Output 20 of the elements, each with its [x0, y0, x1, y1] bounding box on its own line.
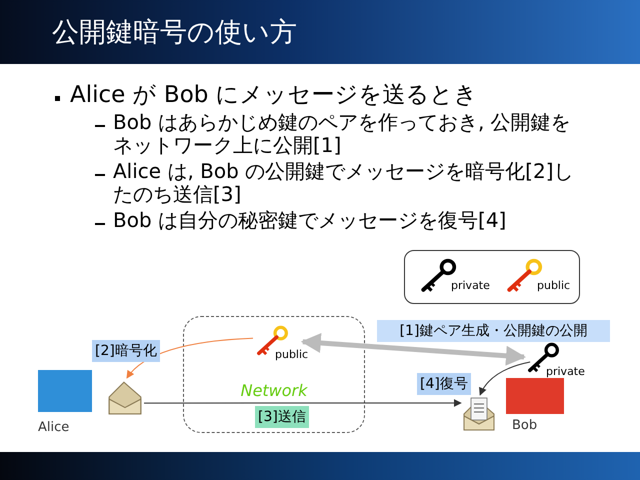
edge-label: [2]暗号化: [92, 340, 160, 362]
arrow: [126, 338, 254, 379]
person-name: Bob: [512, 418, 538, 433]
key-label: public: [275, 348, 308, 361]
bullet-text: Bob は自分の秘密鍵でメッセージを復号[4]: [113, 209, 508, 232]
arrow: [479, 362, 531, 396]
edge-label: [1]鍵ペア生成・公開鍵の公開: [377, 320, 610, 342]
edge-label: [3]送信: [255, 406, 309, 428]
arrow: [144, 398, 462, 407]
legend-label: private: [451, 279, 490, 292]
person-name: Alice: [38, 420, 70, 435]
network-label: Network: [240, 381, 309, 400]
bullet-text: Alice は, Bob の公開鍵でメッセージを暗号化[2]したのち送信[3]: [113, 160, 575, 206]
key-label: private: [546, 365, 585, 378]
slide-title: 公開鍵暗号の使い方: [52, 16, 297, 50]
legend-label: public: [537, 279, 570, 292]
arrow: [300, 333, 526, 366]
edge-label: [4]復号: [417, 373, 471, 395]
bullet-text: Bob はあらかじめ鍵のペアを作っておき, 公開鍵をネットワーク上に公開[1]: [113, 111, 572, 157]
bullet-text: Alice が Bob にメッセージを送るとき: [70, 82, 479, 108]
